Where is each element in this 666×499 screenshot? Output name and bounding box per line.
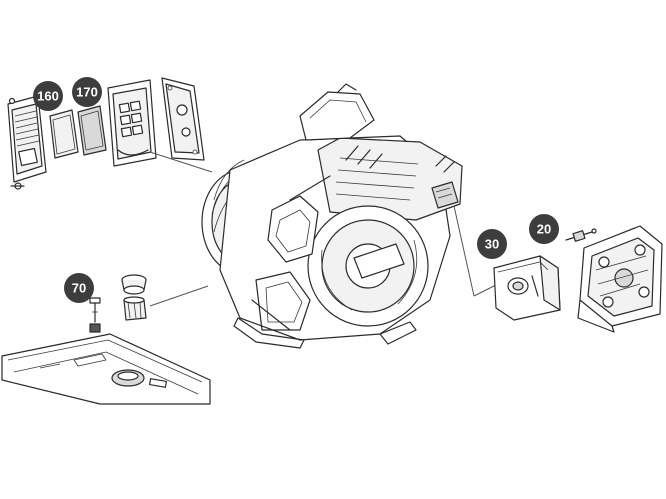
- leader-airfilter: [149, 151, 213, 173]
- air-filter-housing[interactable]: [107, 79, 157, 167]
- callout-70: 70: [64, 273, 94, 303]
- muffler[interactable]: [493, 255, 561, 321]
- callout-30-label: 30: [485, 237, 499, 252]
- leader-muffler: [453, 205, 475, 297]
- drain-bolt[interactable]: [89, 297, 101, 333]
- callout-170-label: 170: [76, 85, 98, 100]
- callout-160-label: 160: [37, 89, 59, 104]
- air-filter-foam[interactable]: [49, 109, 79, 159]
- callout-30: 30: [477, 229, 507, 259]
- spark-plug[interactable]: [565, 228, 597, 242]
- air-filter-base-plate[interactable]: [161, 77, 205, 161]
- air-filter-element[interactable]: [77, 105, 107, 156]
- cylinder-head[interactable]: [577, 225, 663, 333]
- leader-oil: [149, 285, 209, 307]
- callout-170: 170: [72, 77, 102, 107]
- callout-160: 160: [33, 81, 63, 111]
- base-frame[interactable]: [1, 333, 211, 405]
- callout-20: 20: [529, 214, 559, 244]
- oil-filler-cap[interactable]: [121, 274, 147, 295]
- oil-strainer[interactable]: [123, 296, 147, 321]
- leader-muffler-2: [473, 283, 499, 297]
- engine-block[interactable]: [201, 83, 463, 349]
- callout-70-label: 70: [72, 281, 86, 296]
- callout-20-label: 20: [537, 222, 551, 237]
- air-filter-cover[interactable]: [7, 95, 47, 190]
